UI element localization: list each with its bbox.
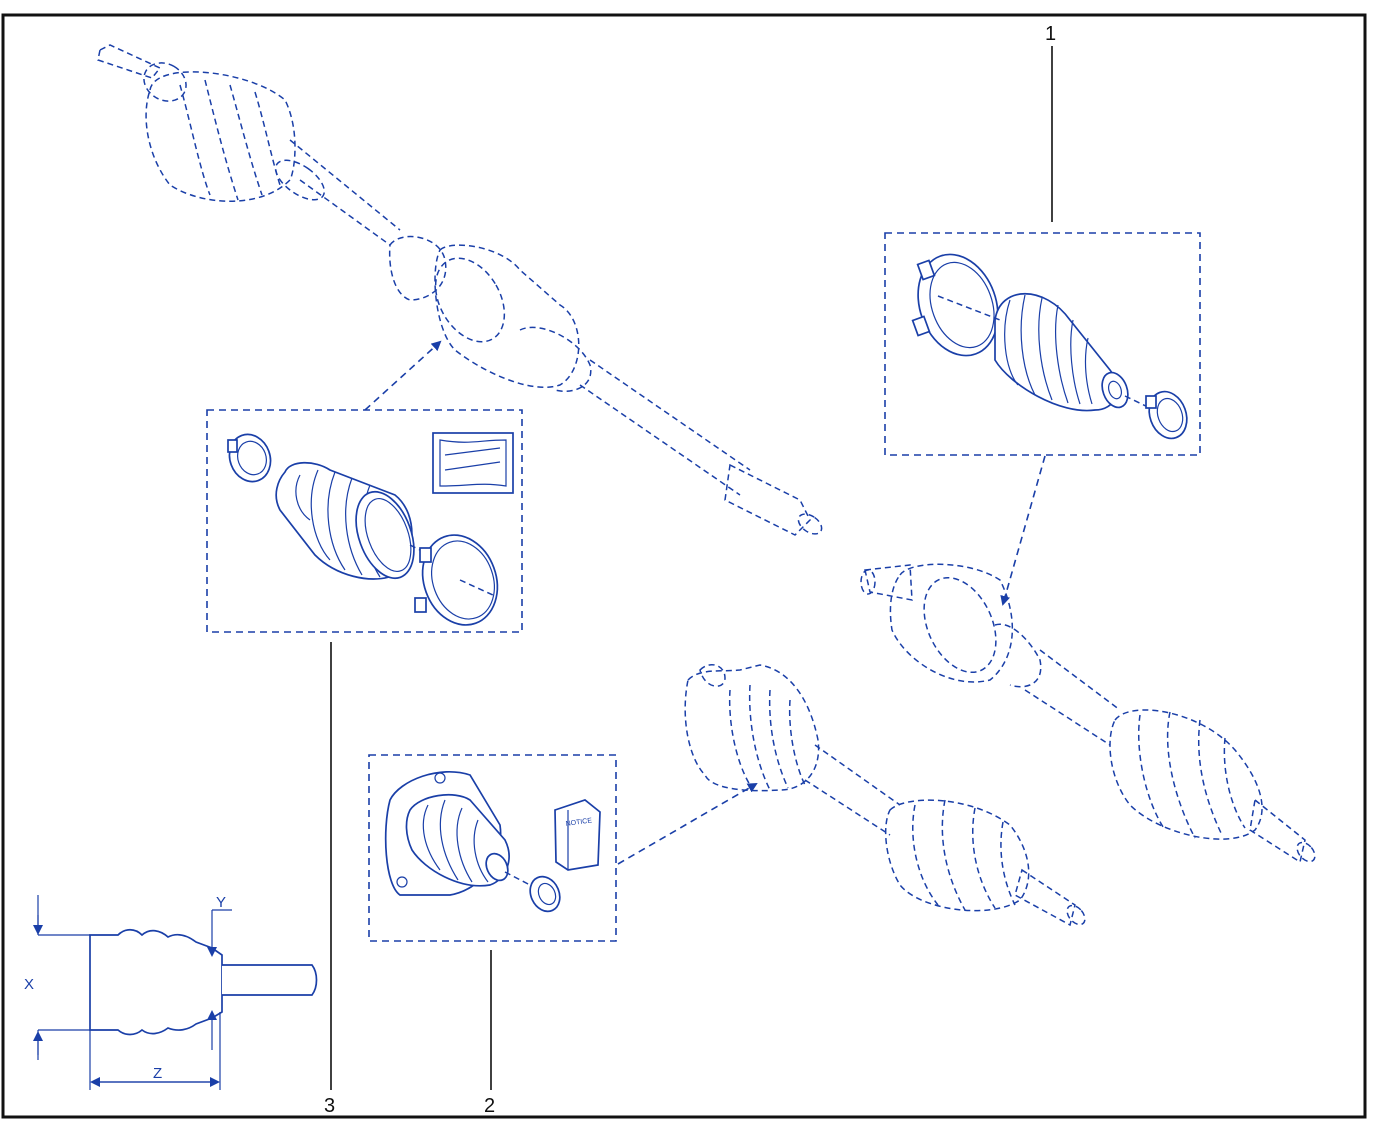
driveshaft-right-ghost <box>860 563 1316 864</box>
dimension-z-label: Z <box>153 1065 162 1082</box>
notice-label: NOTICE <box>565 817 592 828</box>
kit3-box <box>206 409 523 633</box>
kit3-grease-sachet <box>432 432 514 494</box>
kit3-arrow <box>364 340 442 411</box>
callout-3-number: 3 <box>324 1095 335 1117</box>
kit2-box <box>368 754 617 942</box>
kit1-box <box>884 232 1201 456</box>
callout-2-number: 2 <box>484 1095 495 1117</box>
kit1-arrow <box>1000 455 1046 606</box>
kit2-boot <box>384 770 561 913</box>
kit1-boot <box>911 253 1188 440</box>
kit2-notice-leaflet: NOTICE <box>554 799 601 871</box>
kit2-arrow <box>617 782 758 865</box>
driveshaft-lower-ghost <box>684 663 1086 927</box>
dimension-y-label: Y <box>216 894 226 911</box>
dimension-x-label: X <box>24 976 34 993</box>
kit3-boot <box>227 433 499 626</box>
driveshaft-upper-ghost <box>97 44 823 536</box>
dimension-sketch <box>33 895 318 1090</box>
drawing-frame <box>1 13 1367 1119</box>
callout-1-number: 1 <box>1045 23 1056 45</box>
